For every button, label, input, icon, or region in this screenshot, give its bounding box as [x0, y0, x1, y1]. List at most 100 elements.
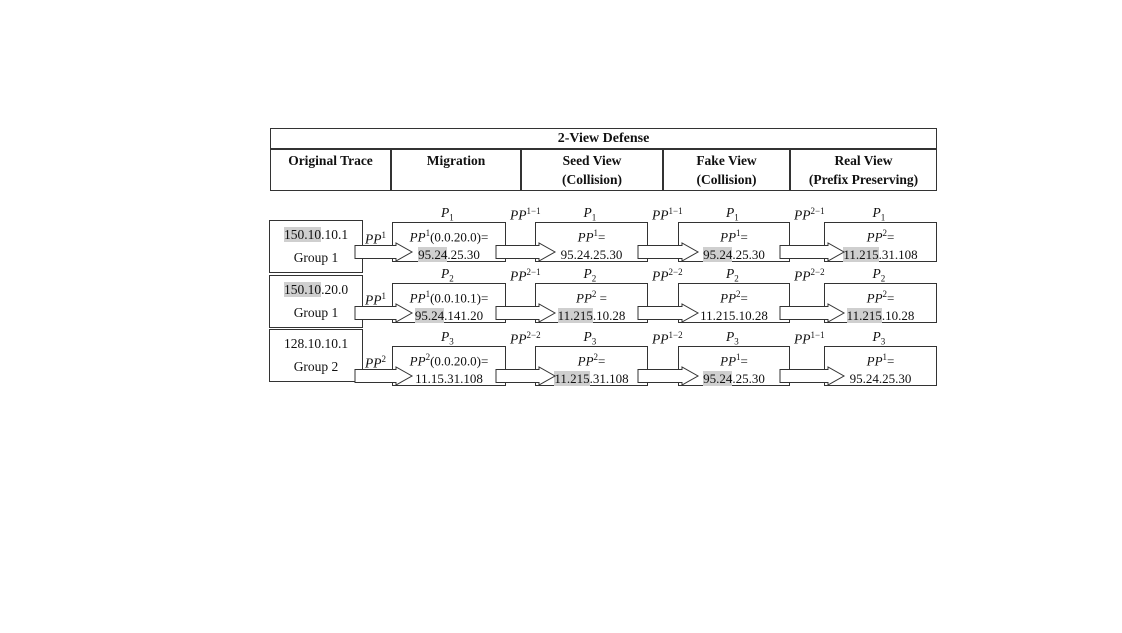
permutation-label: PP1−1 [510, 204, 541, 223]
column-header: Fake View(Collision) [663, 149, 790, 191]
view-formula: PP2= [825, 224, 936, 246]
formula-sup: 1 [425, 289, 431, 299]
address-prefix-highlight: 95.24 [418, 247, 448, 263]
formula-sup: 1 [425, 228, 431, 238]
formula-base: PP [577, 229, 594, 245]
formula-base: PP [866, 353, 883, 369]
view-formula: PP2= [825, 285, 936, 307]
group-label: Group 2 [293, 359, 339, 374]
original-address: 150.10.10.1 [270, 223, 362, 246]
view-formula: PP2(0.0.20.0)= [393, 348, 505, 370]
view-address: 95.24.25.30 [679, 370, 789, 388]
permutation-label: PP2−2 [510, 328, 541, 347]
partition-label: P2 [441, 267, 454, 286]
formula-tail: = [740, 353, 748, 369]
partition-label-sub: 1 [880, 212, 886, 223]
address-rest: 11.215.10.28 [700, 308, 768, 324]
partition-label-sub: 2 [880, 273, 886, 284]
address-prefix-highlight: 11.215 [843, 247, 879, 263]
formula-base: PP [866, 290, 883, 306]
partition-label-base: P [583, 266, 592, 281]
partition-label: P2 [873, 267, 886, 286]
formula-base: PP [720, 353, 737, 369]
address-prefix-highlight: 150.10 [283, 282, 322, 297]
column-header-line1: Migration [426, 153, 486, 168]
address-prefix-highlight: 95.24 [703, 247, 733, 263]
view-formula: PP1(0.0.10.1)= [393, 285, 505, 307]
arrow-between-views [637, 366, 700, 386]
formula-tail: = [598, 229, 606, 245]
formula-sup: 2 [425, 352, 431, 362]
original-address: 150.10.20.0 [270, 278, 362, 301]
formula-sup: 1 [593, 228, 599, 238]
view-cell: PP1=95.24.25.30 [824, 346, 937, 386]
migration-function-label: PP1 [365, 228, 386, 247]
partition-label-base: P [726, 266, 735, 281]
view-address: 95.24.141.20 [393, 307, 505, 325]
column-header: Original Trace [270, 149, 391, 191]
partition-label-base: P [872, 205, 881, 220]
address-prefix-highlight: 95.24 [703, 371, 733, 387]
permutation-label: PP1−2 [652, 328, 683, 347]
partition-label-sub: 3 [734, 336, 739, 347]
view-address: 95.24.25.30 [679, 246, 789, 264]
partition-label: P3 [441, 330, 454, 349]
formula-sup: 2 [591, 289, 597, 299]
permutation-label: PP2−1 [510, 265, 541, 284]
formula-tail: = [740, 290, 748, 306]
permutation-label-base: PP [652, 268, 669, 284]
migration-function-label-sup: 1 [381, 291, 387, 301]
formula-base: PP [409, 353, 426, 369]
permutation-label-sup: 2−2 [668, 267, 683, 277]
view-formula: PP2= [679, 285, 789, 307]
view-cell: PP1=95.24.25.30 [678, 346, 790, 388]
column-header: Migration [391, 149, 521, 191]
formula-sup: 2 [736, 289, 741, 299]
partition-label-sub: 1 [449, 212, 454, 223]
view-formula: PP2= [536, 348, 647, 370]
partition-label: P2 [584, 267, 597, 286]
permutation-label: PP2−2 [794, 265, 825, 284]
permutation-label-base: PP [510, 268, 527, 284]
column-header-line2: (Prefix Preserving) [808, 172, 919, 187]
address-rest: .10.28 [592, 308, 626, 324]
formula-tail: = [598, 353, 606, 369]
address-rest: 95.24.25.30 [560, 247, 623, 263]
partition-label: P2 [726, 267, 739, 286]
migration-function-label: PP2 [365, 352, 386, 371]
permutation-label-sup: 2−1 [810, 206, 825, 216]
formula-base: PP [720, 229, 737, 245]
arrow-original-to-migration [354, 303, 414, 323]
arrow-original-to-migration [354, 242, 414, 262]
formula-tail: (0.0.10.1)= [430, 290, 489, 306]
view-formula: PP1= [536, 224, 647, 246]
formula-tail: = [887, 290, 895, 306]
column-header-line2: (Collision) [561, 172, 622, 187]
arrow-between-views [779, 366, 846, 386]
partition-label-sub: 3 [449, 336, 454, 347]
view-formula: PP1= [679, 348, 789, 370]
address-rest: .31.108 [589, 371, 629, 387]
partition-label: P3 [584, 330, 597, 349]
formula-sup: 2 [882, 228, 888, 238]
permutation-label: PP2−1 [794, 204, 825, 223]
partition-label-base: P [726, 205, 735, 220]
address-prefix-highlight: 150.10 [283, 227, 322, 242]
view-address: 11.215.10.28 [825, 307, 936, 325]
permutation-label-base: PP [652, 331, 669, 347]
column-header-line1: Real View [834, 153, 893, 168]
view-formula: PP1(0.0.20.0)= [393, 224, 505, 246]
view-address: 11.215.31.108 [536, 370, 647, 388]
migration-function-label-base: PP [365, 292, 382, 308]
migration-function-label-sup: 1 [381, 230, 387, 240]
address-rest: 95.24.25.30 [849, 371, 912, 387]
formula-sup: 1 [736, 228, 741, 238]
formula-tail: = [596, 290, 607, 306]
permutation-label: PP1−1 [652, 204, 683, 223]
original-address: 128.10.10.1 [270, 332, 362, 355]
formula-tail: (0.0.20.0)= [430, 353, 489, 369]
column-header: Seed View(Collision) [521, 149, 663, 191]
